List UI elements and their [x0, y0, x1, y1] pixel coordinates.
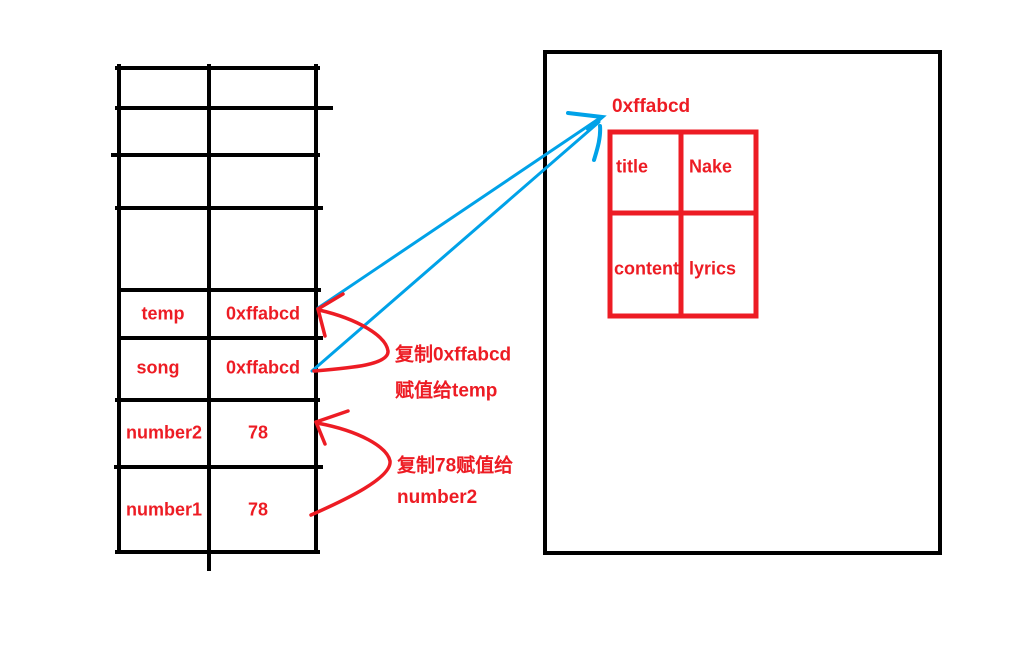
reference-arrows: [310, 111, 607, 373]
brace-curve: [312, 308, 390, 373]
stack-var-value-temp: 0xffabcd: [225, 303, 301, 324]
arrow-line-temp-to-heap: [316, 118, 599, 310]
heap-address-label: 0xffabcd: [612, 96, 691, 117]
arrowhead-icon: [314, 420, 327, 446]
arrowhead-icon: [314, 409, 350, 424]
arrowhead-icon: [566, 111, 607, 131]
stack-table-grid: [111, 64, 333, 571]
copy-num-annotation-line1: 复制78赋值给: [397, 455, 514, 477]
stack-var-name-temp: temp: [141, 303, 185, 324]
heap-box-outline: [543, 50, 942, 555]
copy-ref-brace-arrow: [312, 292, 390, 373]
copy-ref-annotation-line1: 复制0xffabcd: [395, 344, 512, 366]
arrowhead-icon: [316, 292, 345, 311]
arrowhead-icon: [316, 307, 327, 338]
stack-var-value-number2: 78: [247, 422, 269, 443]
stack-var-name-number2: number2: [125, 422, 203, 443]
stack-var-name-number1: number1: [125, 499, 203, 520]
object-field-name-content: content: [614, 258, 679, 279]
brace-curve: [309, 421, 392, 517]
object-table-grid: [607, 129, 759, 319]
stack-var-name-song: song: [136, 357, 180, 378]
arrow-line-song-to-heap: [310, 120, 601, 373]
stack-var-value-number1: 78: [247, 499, 269, 520]
copy-ref-annotation-line2: 赋值给temp: [395, 380, 498, 402]
object-field-value-content: lyrics: [689, 258, 737, 279]
arrowhead-flick: [592, 124, 603, 162]
object-field-name-title: title: [616, 156, 649, 177]
copy-num-annotation-line2: number2: [397, 487, 478, 508]
stack-var-value-song: 0xffabcd: [225, 357, 301, 378]
object-field-value-title: Nake: [689, 156, 733, 177]
copy-num-brace-arrow: [309, 409, 392, 517]
